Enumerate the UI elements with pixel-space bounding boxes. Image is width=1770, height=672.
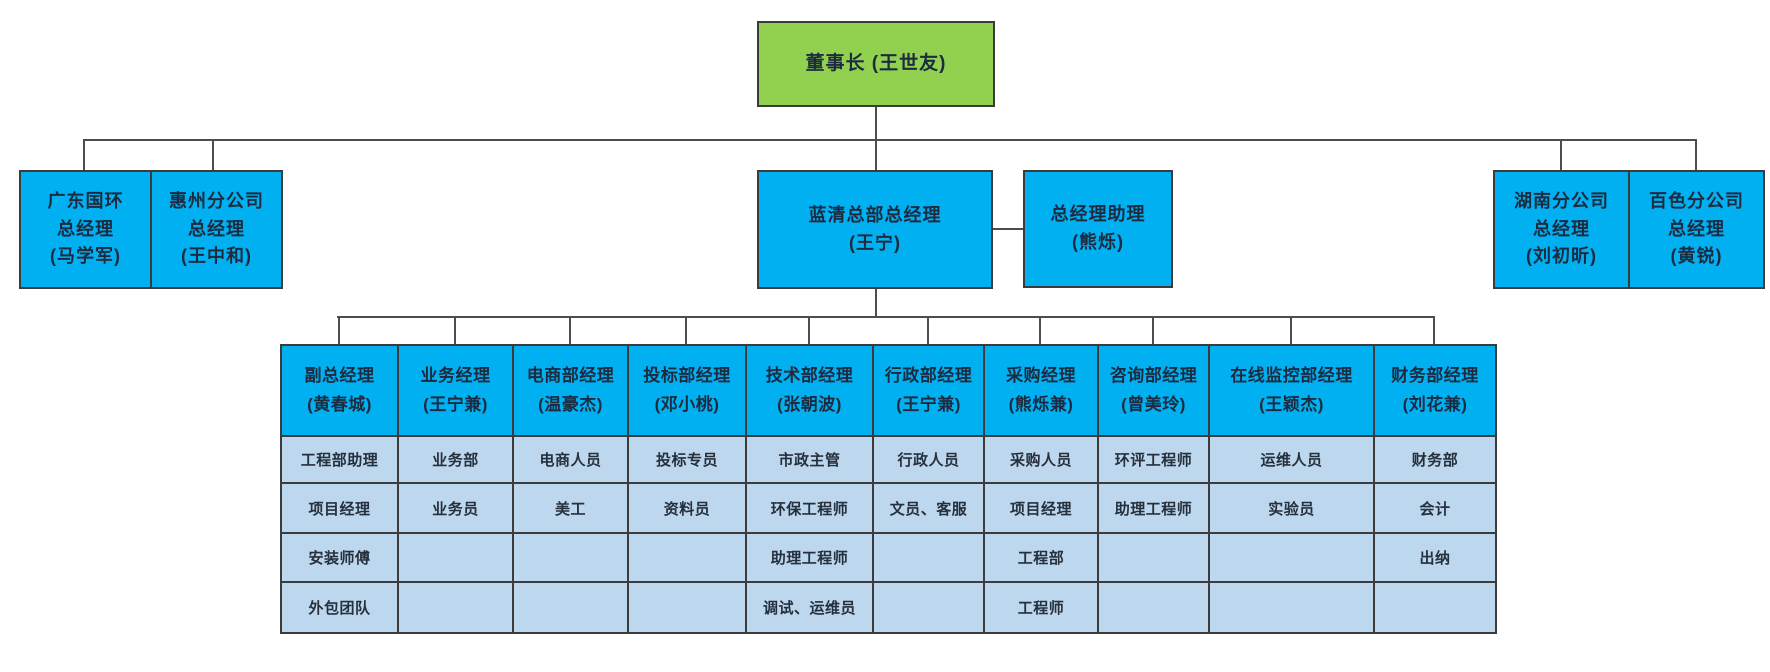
staff-cell: [1099, 534, 1210, 583]
staff-cell: 投标专员: [629, 437, 747, 484]
staff-cell: 资料员: [629, 484, 747, 534]
staff-cell: 工程部助理: [282, 437, 399, 484]
staff-cell: 会计: [1375, 484, 1497, 534]
staff-cell: [1210, 534, 1375, 583]
staff-cell: 环保工程师: [747, 484, 874, 534]
connector-line: [993, 228, 1023, 230]
staff-cell: 项目经理: [985, 484, 1099, 534]
dept-header-cell: 投标部经理 (邓小桃): [629, 346, 747, 437]
staff-cell: [874, 583, 985, 634]
connector-line: [1289, 316, 1292, 344]
connector-line: [568, 316, 571, 344]
connector-line: [337, 316, 1434, 318]
staff-cell: 工程师: [985, 583, 1099, 634]
connector-line: [453, 316, 456, 344]
staff-cell: 行政人员: [874, 437, 985, 484]
connector-line: [1151, 316, 1154, 344]
dept-header-cell: 电商部经理 (温豪杰): [514, 346, 629, 437]
staff-cell: 财务部: [1375, 437, 1497, 484]
staff-cell: 运维人员: [1210, 437, 1375, 484]
staff-cell: 实验员: [1210, 484, 1375, 534]
staff-cell: [1375, 583, 1497, 634]
org-node-guangdong-guohuan: 广东国环 总经理 (马学军): [47, 190, 124, 267]
staff-cell: 项目经理: [282, 484, 399, 534]
staff-cell: [629, 534, 747, 583]
staff-cell: 工程部: [985, 534, 1099, 583]
staff-cell: 出纳: [1375, 534, 1497, 583]
staff-cell: [514, 583, 629, 634]
org-node-chairman: 董事长 (王世友): [757, 21, 995, 107]
dept-header-cell: 副总经理 (黄春城): [282, 346, 399, 437]
connector-line: [1039, 316, 1041, 344]
dept-header-cell: 咨询部经理 (曾美玲): [1099, 346, 1210, 437]
staff-cell: 美工: [514, 484, 629, 534]
department-table: 副总经理 (黄春城)工程部助理项目经理安装师傅外包团队业务经理 (王宁兼)业务部…: [280, 344, 1497, 634]
branch-pair-left: 广东国环 总经理 (马学军) 惠州分公司 总经理 (王中和): [19, 170, 283, 289]
dept-header-cell: 业务经理 (王宁兼): [399, 346, 514, 437]
org-node-baise-branch: 百色分公司 总经理 (黄锐): [1628, 172, 1763, 287]
dept-header-cell: 行政部经理 (王宁兼): [874, 346, 985, 437]
staff-cell: [514, 534, 629, 583]
staff-cell: 文员、客服: [874, 484, 985, 534]
connector-line: [875, 289, 877, 318]
connector-line: [84, 139, 1697, 141]
connector-line: [926, 316, 929, 344]
staff-cell: 调试、运维员: [747, 583, 874, 634]
connector-line: [875, 107, 877, 140]
branch-pair-right: 湖南分公司 总经理 (刘初昕) 百色分公司 总经理 (黄锐): [1493, 170, 1765, 289]
connector-line: [1560, 139, 1562, 170]
staff-cell: 采购人员: [985, 437, 1099, 484]
org-node-hunan-branch: 湖南分公司 总经理 (刘初昕): [1514, 190, 1609, 267]
connector-line: [337, 316, 340, 344]
staff-cell: [629, 583, 747, 634]
staff-cell: [399, 583, 514, 634]
connector-line: [1433, 316, 1435, 344]
staff-cell: [874, 534, 985, 583]
org-node-gm-assistant: 总经理助理 (熊烁): [1023, 170, 1173, 288]
staff-cell: 外包团队: [282, 583, 399, 634]
connector-line: [212, 139, 214, 170]
staff-cell: [1210, 583, 1375, 634]
connector-line: [807, 316, 810, 344]
dept-header-cell: 采购经理 (熊烁兼): [985, 346, 1099, 437]
org-node-hq-gm: 蓝清总部总经理 (王宁): [757, 170, 993, 289]
staff-cell: 电商人员: [514, 437, 629, 484]
connector-line: [685, 316, 687, 344]
staff-cell: [399, 534, 514, 583]
staff-cell: 助理工程师: [1099, 484, 1210, 534]
staff-cell: 安装师傅: [282, 534, 399, 583]
staff-cell: 业务员: [399, 484, 514, 534]
dept-header-cell: 财务部经理 (刘花兼): [1375, 346, 1497, 437]
connector-line: [1695, 139, 1697, 170]
staff-cell: 助理工程师: [747, 534, 874, 583]
staff-cell: [1099, 583, 1210, 634]
dept-header-cell: 技术部经理 (张朝波): [747, 346, 874, 437]
connector-line: [875, 139, 877, 170]
staff-cell: 环评工程师: [1099, 437, 1210, 484]
staff-cell: 市政主管: [747, 437, 874, 484]
org-node-huizhou-branch: 惠州分公司 总经理 (王中和): [150, 172, 281, 287]
dept-header-cell: 在线监控部经理 (王颖杰): [1210, 346, 1375, 437]
connector-line: [83, 139, 85, 170]
staff-cell: 业务部: [399, 437, 514, 484]
